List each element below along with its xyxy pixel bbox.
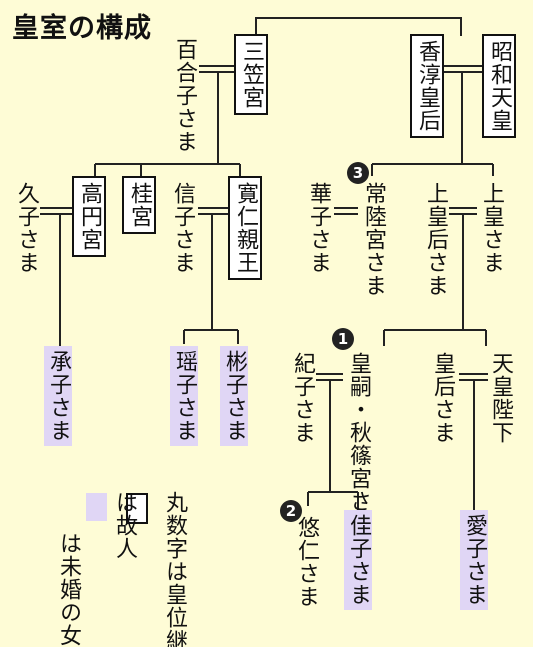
hisako-name: 久子さま — [14, 182, 39, 274]
akiko-name: 彬子さま — [220, 346, 248, 446]
succession-badge-1: 1 — [332, 328, 354, 350]
tsuguko-name: 承子さま — [44, 346, 72, 446]
hanako-name: 華子さま — [306, 182, 331, 274]
diagram-title: 皇室の構成 — [12, 13, 152, 44]
yuriko-name: 百合子さま — [172, 38, 197, 153]
legend-unmarried-swatch — [86, 493, 107, 521]
legend-ordinal-note: 丸数字は皇位継承順位 — [162, 491, 187, 647]
showa-box: 昭和天皇 — [482, 34, 516, 138]
legend-deceased-swatch — [126, 493, 148, 524]
hisahito-name: 悠仁さま — [294, 516, 319, 608]
mikasa-box: 三笠宮 — [234, 34, 268, 115]
yoko-name: 瑶子さま — [170, 346, 198, 446]
joko-name: 上皇さま — [479, 182, 504, 274]
tenno-name: 天皇陛下 — [488, 352, 513, 444]
aiko-name: 愛子さま — [460, 510, 488, 610]
nobuko-name: 信子さま — [170, 182, 195, 274]
akishino-name: 皇嗣・秋篠宮さま — [346, 352, 371, 536]
kiko-name: 紀子さま — [290, 352, 315, 444]
hitachi-name: 常陸宮さま — [361, 182, 386, 297]
katsura-box: 桂宮 — [122, 176, 156, 234]
tomohito-box: 寛仁親王 — [228, 176, 262, 280]
takamado-box: 高円宮 — [72, 176, 106, 257]
kojun-box: 香淳皇后 — [410, 34, 444, 138]
kogo-name: 皇后さま — [430, 352, 455, 444]
jokogo-name: 上皇后さま — [423, 182, 448, 297]
kako-name: 佳子さま — [344, 510, 372, 610]
succession-badge-3: 3 — [347, 162, 369, 184]
legend-unmarried-note: は未婚の女性皇族 — [56, 532, 81, 647]
legend-deceased-note: は故人 — [112, 491, 137, 560]
succession-badge-2: 2 — [280, 500, 302, 522]
